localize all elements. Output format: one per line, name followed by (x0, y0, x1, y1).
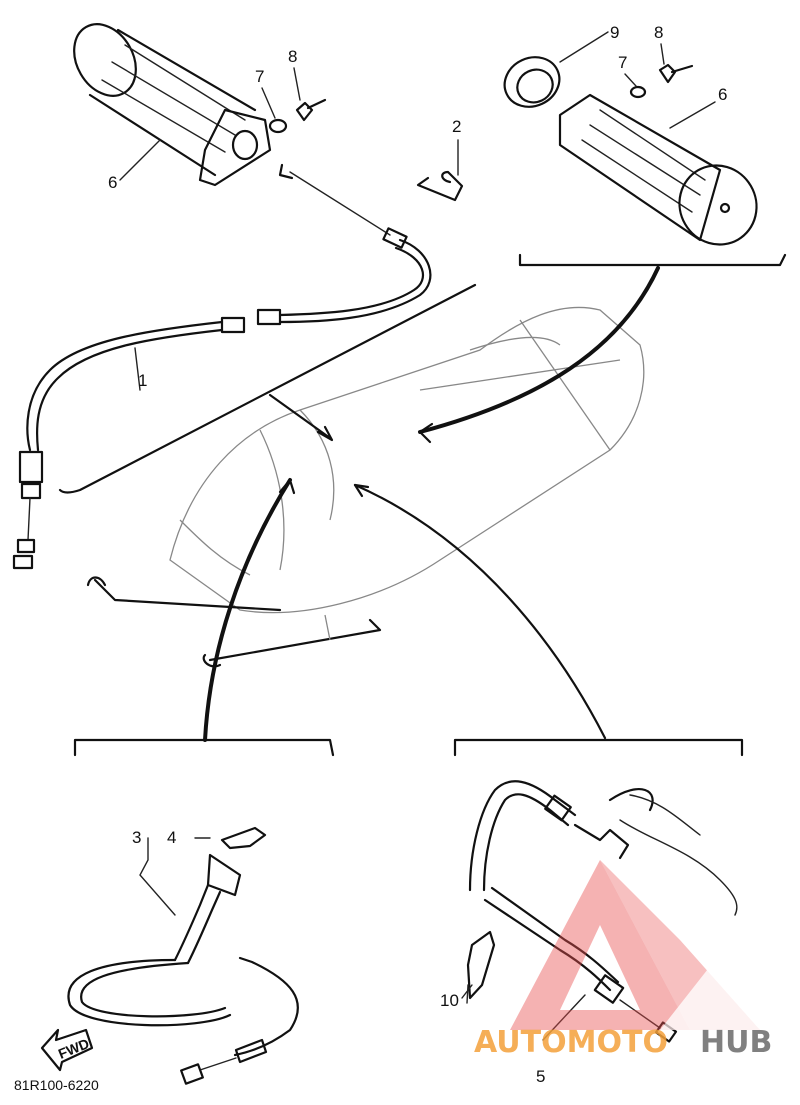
cable-clip (416, 139, 464, 202)
callout-9: 9 (610, 23, 619, 42)
callout-5: 5 (536, 1067, 545, 1086)
choke-cable-assembly (67, 826, 299, 1085)
callout-8-right: 8 (654, 23, 663, 42)
callout-7-right: 7 (618, 53, 627, 72)
callout-8-left: 8 (288, 47, 297, 66)
callout-2: 2 (452, 117, 461, 136)
throttle-cable (12, 163, 432, 570)
watermark-text-secondary: HUB (700, 1025, 772, 1060)
right-grip-assembly (503, 56, 758, 246)
automotohub-logo (510, 860, 760, 1030)
callout-4: 4 (167, 828, 176, 847)
forward-direction-arrow (40, 1028, 94, 1072)
drawing-code: 81R100-6220 (14, 1077, 99, 1093)
callout-labels: 1 2 3 4 5 6 6 7 7 8 8 9 10 (108, 23, 727, 1086)
brake-cable-assembly (466, 780, 738, 1043)
callout-6-left: 6 (108, 173, 117, 192)
throttle-grip-assembly (73, 23, 327, 187)
callout-6-right: 6 (718, 85, 727, 104)
callout-7-left: 7 (255, 67, 264, 86)
watermark-text-primary: AUTOMOTO (474, 1025, 668, 1060)
callout-1: 1 (138, 371, 147, 390)
callout-10: 10 (440, 991, 459, 1010)
panel-borders (58, 253, 787, 757)
callout-3: 3 (132, 828, 141, 847)
leader-lines (203, 266, 660, 742)
